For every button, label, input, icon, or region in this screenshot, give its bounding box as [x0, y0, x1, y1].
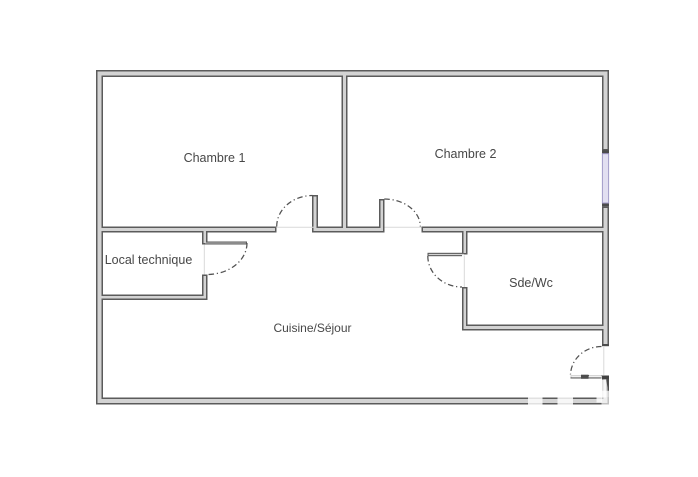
svg-text:Chambre 1: Chambre 1 [184, 151, 246, 165]
svg-text:Sde/Wc: Sde/Wc [509, 276, 553, 290]
svg-text:Chambre 2: Chambre 2 [435, 147, 497, 161]
svg-text:Local technique: Local technique [105, 253, 193, 267]
svg-text:Cuisine/Séjour: Cuisine/Séjour [273, 321, 351, 335]
